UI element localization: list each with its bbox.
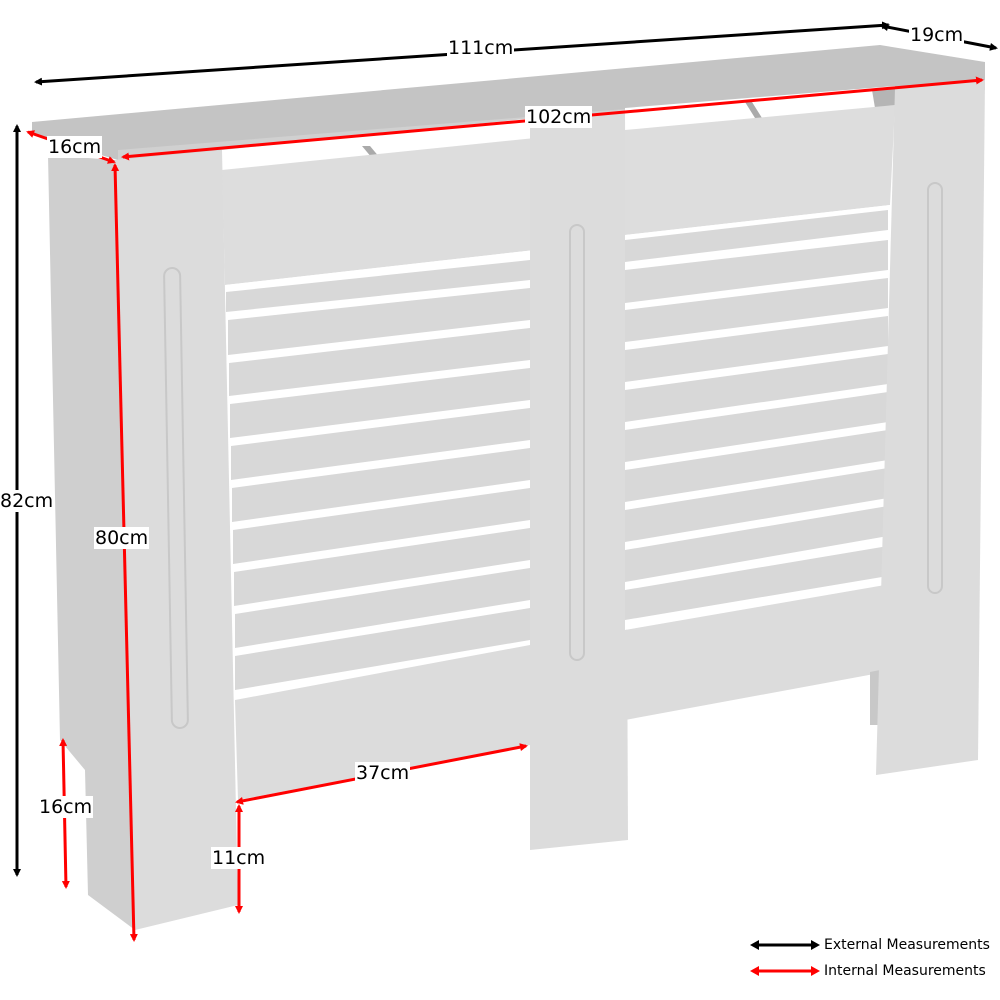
label-internal-height: 80cm (94, 527, 150, 549)
label-overall-depth: 19cm (909, 24, 965, 46)
front-left-leg (115, 150, 238, 930)
label-overall-width: 111cm (447, 37, 515, 59)
center-post (530, 110, 628, 850)
label-opening-height: 11cm (211, 847, 267, 869)
internal-height-arrow (111, 163, 138, 942)
legend-external: External Measurements (750, 937, 990, 953)
legend-internal: Internal Measurements (750, 963, 986, 979)
label-internal-depth: 16cm (47, 136, 103, 158)
post-groove (569, 224, 585, 661)
left-top-rail (222, 138, 535, 285)
right-slats (625, 210, 888, 620)
label-cutout-height: 16cm (38, 796, 94, 818)
double-arrow-red-icon (750, 966, 820, 976)
left-slats (226, 260, 530, 690)
label-opening-width: 37cm (355, 762, 411, 784)
legend-internal-label: Internal Measurements (824, 963, 986, 979)
label-internal-width: 102cm (525, 106, 593, 128)
leg-groove (163, 267, 189, 729)
front-right-leg (876, 80, 985, 775)
leg-groove (927, 182, 943, 594)
right-bottom-rail (625, 585, 885, 720)
legend-external-label: External Measurements (824, 937, 990, 953)
label-overall-height: 82cm (0, 490, 55, 512)
double-arrow-black-icon (750, 940, 820, 950)
